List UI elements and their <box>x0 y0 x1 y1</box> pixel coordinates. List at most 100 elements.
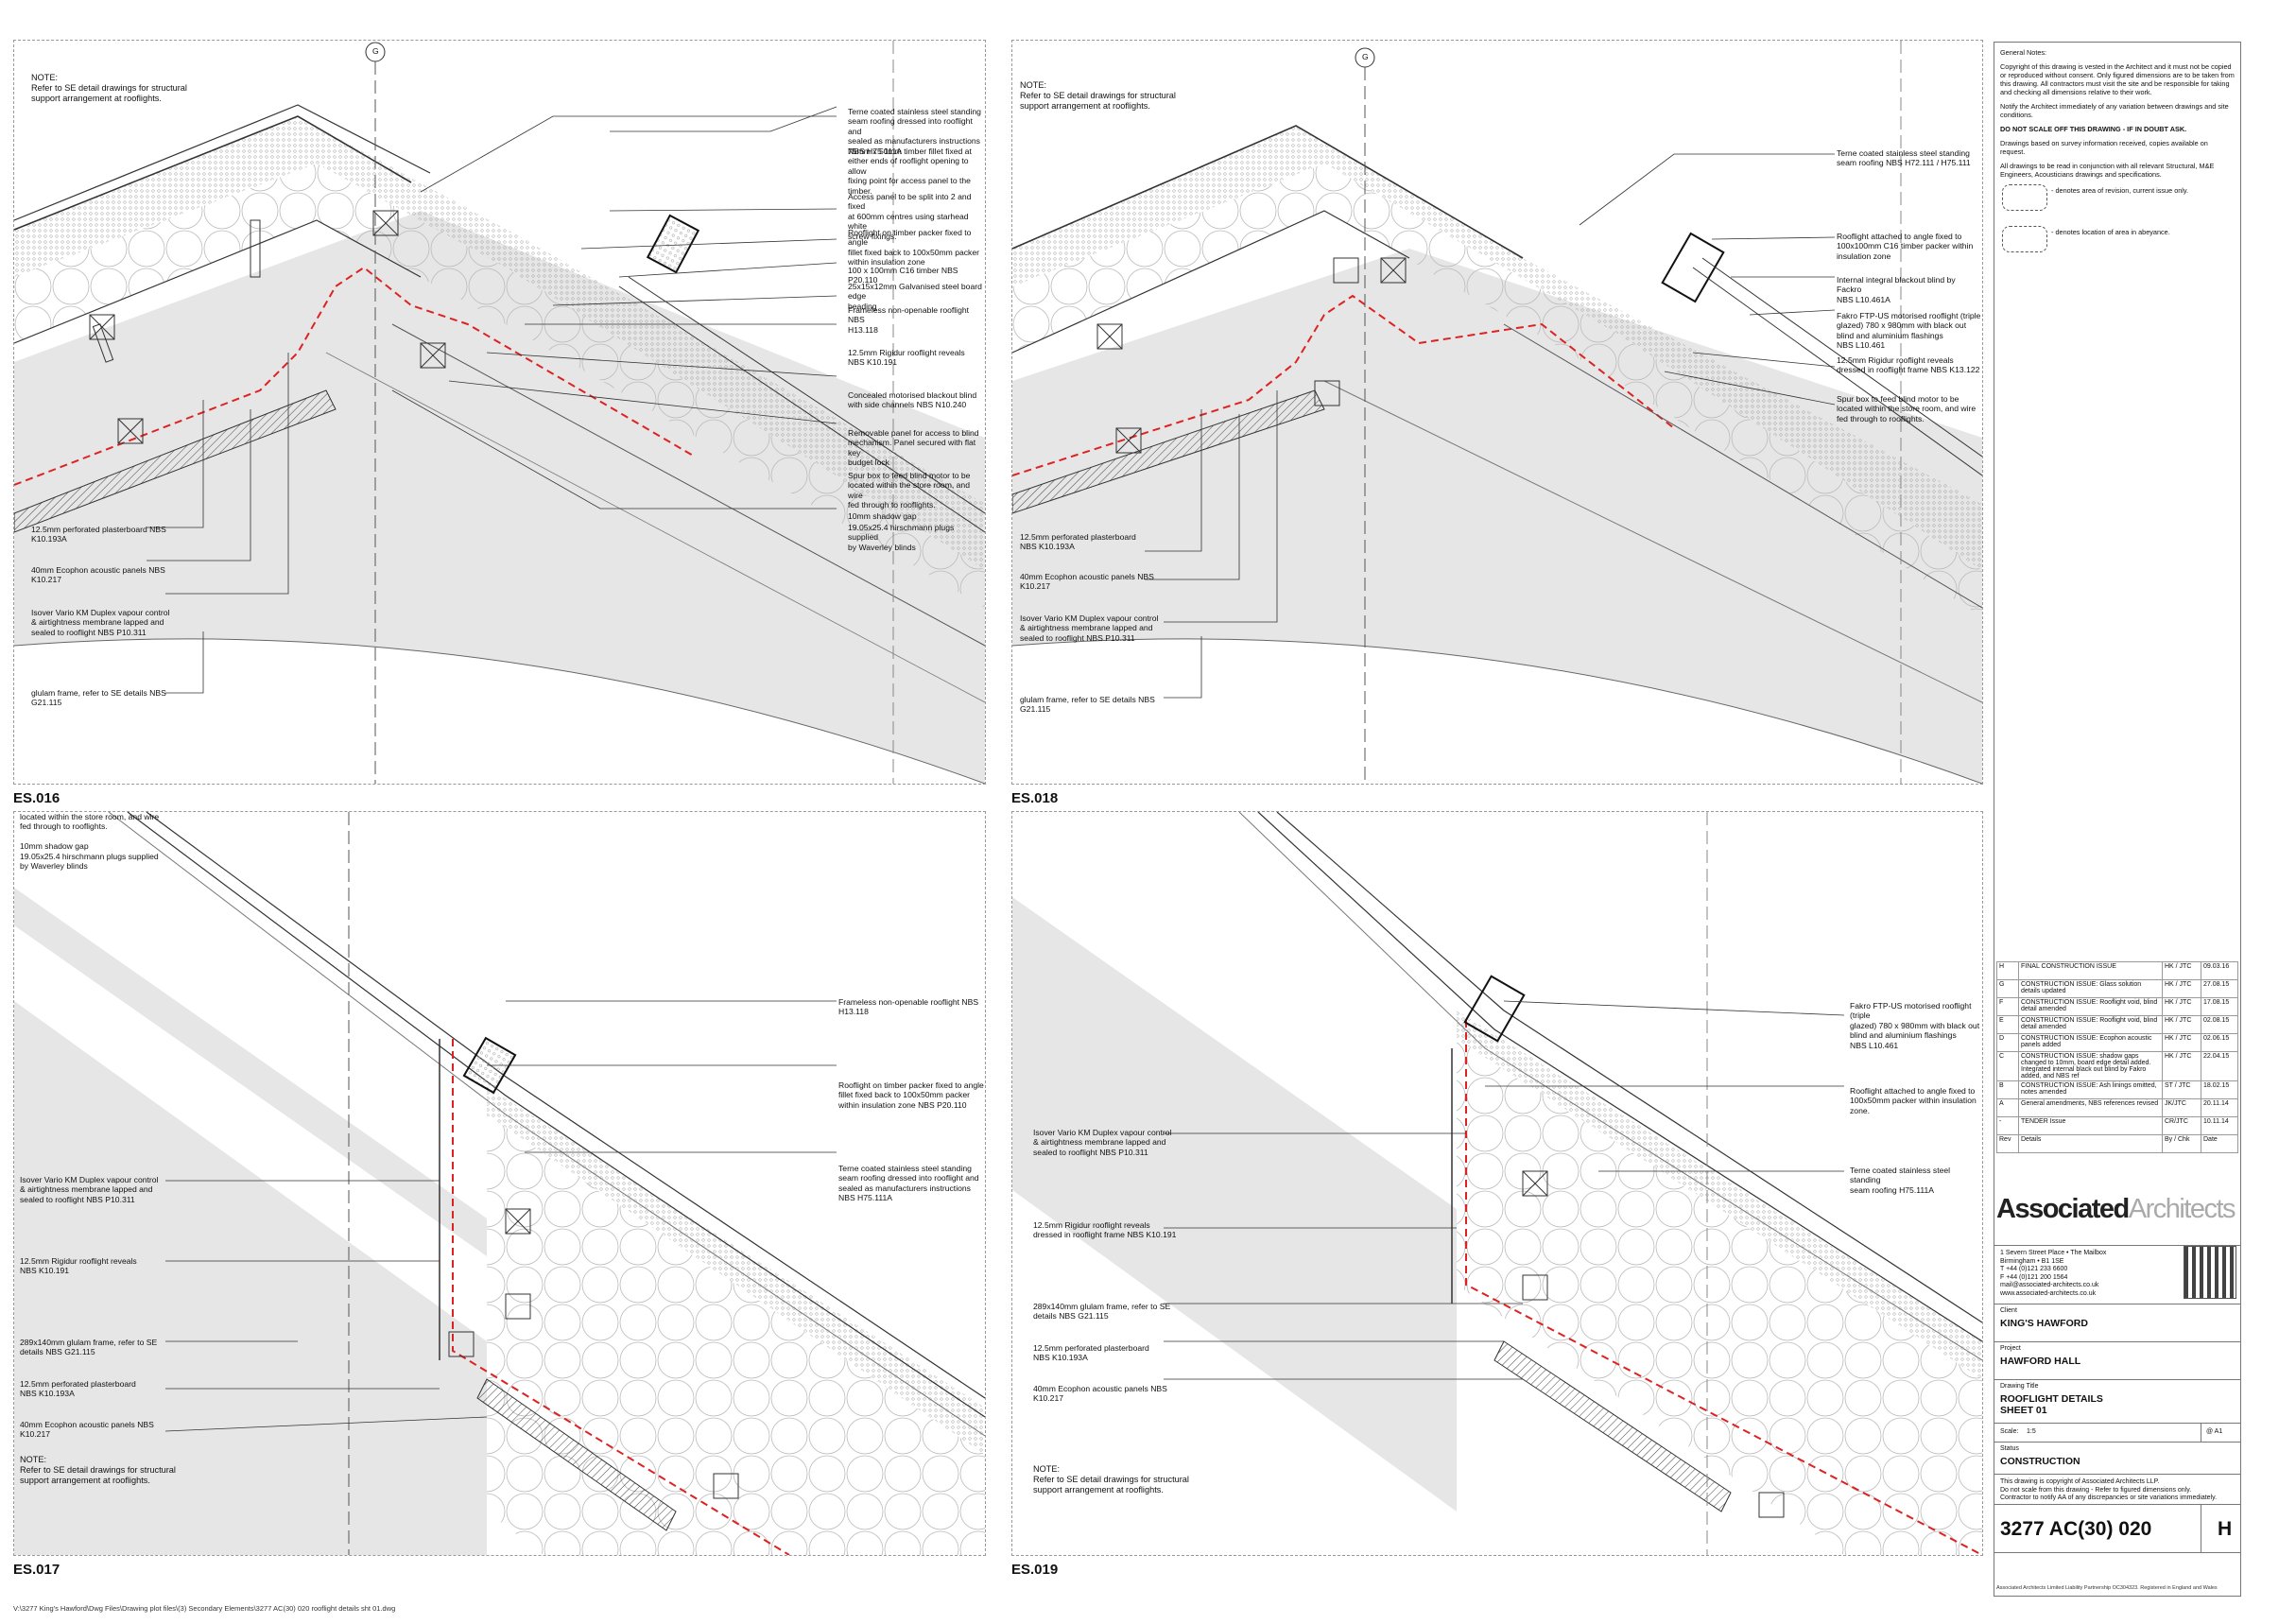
revision-date-cell: 02.06.15 <box>2201 1033 2238 1052</box>
revision-date-cell: 27.08.15 <box>2201 979 2238 998</box>
revision-by-cell: HK / JTC <box>2162 979 2201 998</box>
callout-access-panel: Access panel to be split into 2 and fixe… <box>848 192 972 241</box>
cloud-legend-revision: - denotes area of revision, current issu… <box>2051 186 2189 195</box>
structural-note: NOTE: Refer to SE detail drawings for st… <box>31 73 187 103</box>
callout-acoustic: 40mm Ecophon acoustic panels NBS K10.217 <box>1020 572 1154 592</box>
revision-details-cell: CONSTRUCTION ISSUE: Rooflight void, blin… <box>2018 997 2163 1016</box>
callout-roofing: Terne coated stainless steel standing se… <box>1850 1166 1951 1195</box>
revision-letter-cell: G <box>1996 979 2019 998</box>
callout-plugs: 19.05x25.4 hirschmann plugs supplied by … <box>848 523 955 552</box>
callout-packer: Rooflight on timber packer fixed to angl… <box>838 1080 984 1110</box>
callout-timber: 100 x 100mm C16 timber NBS P20.110 <box>848 266 958 285</box>
company-logo: AssociatedArchitects <box>1996 1194 2236 1224</box>
detail-panel-es019: Fakro FTP-US motorised rooflight (triple… <box>1011 811 1983 1556</box>
callout-top-carryover: located within the store room, and wire … <box>20 812 160 872</box>
cloud-legend-abeyance: - denotes location of area in abeyance. <box>2051 228 2170 236</box>
callout-glulam: glulam frame, refer to SE details NBS G2… <box>1020 695 1155 715</box>
callout-glulam: glulam frame, refer to SE details NBS G2… <box>31 688 166 708</box>
revision-details-cell: Details <box>2018 1134 2163 1153</box>
scale-cell: Scale: 1:5 @ A1 <box>1994 1423 2240 1443</box>
abeyance-cloud-icon <box>2002 226 2047 252</box>
revision-letter-cell: D <box>1996 1033 2019 1052</box>
revision-date-cell: 22.04.15 <box>2201 1051 2238 1081</box>
callout-rooflight-fakro: Fakro FTP-US motorised rooflight (triple… <box>1850 1001 1980 1050</box>
callout-acoustic: 40mm Ecophon acoustic panels NBS K10.217 <box>20 1420 154 1440</box>
grid-label: G <box>1362 52 1369 61</box>
client-name: KING'S HAWFORD <box>2000 1318 2088 1329</box>
general-notes-heading: General Notes: <box>2000 48 2047 57</box>
revision-details-cell: FINAL CONSTRUCTION ISSUE <box>2018 961 2163 980</box>
callout-plasterboard: 12.5mm perforated plasterboard NBS K10.1… <box>1033 1343 1149 1363</box>
callout-packer: Rooflight on timber packer fixed to angl… <box>848 228 979 268</box>
section-drawing-es019 <box>1012 812 1982 1555</box>
revision-details-cell: TENDER Issue <box>2018 1116 2163 1135</box>
revision-date-cell: 10.11.14 <box>2201 1116 2238 1135</box>
structural-note: NOTE: Refer to SE detail drawings for st… <box>1020 80 1176 111</box>
general-notes-variation: Notify the Architect immediately of any … <box>2000 102 2229 119</box>
detail-label-es019: ES.019 <box>1011 1562 1059 1578</box>
revision-letter-cell: E <box>1996 1015 2019 1034</box>
grid-label: G <box>372 46 379 56</box>
company-address: 1 Severn Street Place • The Mailbox Birm… <box>2000 1250 2107 1297</box>
footer-text: Associated Architects Limited Liability … <box>1996 1585 2218 1591</box>
address-cell: 1 Severn Street Place • The Mailbox Birm… <box>1994 1245 2240 1304</box>
copyright-cell: This drawing is copyright of Associated … <box>1994 1474 2240 1505</box>
file-path: V:\3277 King's Hawford\Dwg Files\Drawing… <box>13 1604 396 1613</box>
revision-by-cell: HK / JTC <box>2162 1015 2201 1034</box>
callout-plasterboard: 12.5mm perforated plasterboard NBS K10.1… <box>1020 532 1136 552</box>
drawing-title-cell: Drawing Title ROOFLIGHT DETAILS SHEET 01 <box>1994 1379 2240 1424</box>
copyright-text: This drawing is copyright of Associated … <box>2000 1478 2218 1502</box>
structural-note: NOTE: Refer to SE detail drawings for st… <box>1033 1464 1189 1494</box>
title-block: General Notes: Copyright of this drawing… <box>1994 42 2241 1597</box>
callout-acoustic: 40mm Ecophon acoustic panels NBS K10.217 <box>1033 1384 1167 1404</box>
callout-membrane: Isover Vario KM Duplex vapour control & … <box>1033 1128 1172 1157</box>
structural-note: NOTE: Refer to SE detail drawings for st… <box>20 1455 176 1485</box>
section-drawing-es017 <box>14 812 985 1555</box>
client-cell: Client KING'S HAWFORD <box>1994 1304 2240 1342</box>
drawing-number-cell: 3277 AC(30) 020 H <box>1994 1504 2240 1553</box>
revision-letter-cell: Rev <box>1996 1134 2019 1153</box>
callout-membrane: Isover Vario KM Duplex vapour control & … <box>31 608 170 637</box>
revision-details-cell: CONSTRUCTION ISSUE: shadow gaps changed … <box>2018 1051 2163 1081</box>
revision-letter-cell: F <box>1996 997 2019 1016</box>
revision-letter-cell: - <box>1996 1116 2019 1135</box>
section-drawing-es016 <box>14 41 985 784</box>
drawing-number: 3277 AC(30) 020 <box>2000 1518 2152 1540</box>
revision-letter: H <box>2218 1518 2233 1540</box>
callout-rooflight-angle: Rooflight attached to angle fixed to 100… <box>1850 1086 1977 1115</box>
revision-by-cell: HK / JTC <box>2162 997 2201 1016</box>
revision-letter-cell: A <box>1996 1098 2019 1117</box>
callout-roofing: Terne coated stainless steel standing se… <box>838 1164 979 1203</box>
revision-by-cell: HK / JTC <box>2162 1033 2201 1052</box>
callout-acoustic: 40mm Ecophon acoustic panels NBS K10.217 <box>31 565 165 585</box>
revision-letter-cell: C <box>1996 1051 2019 1081</box>
callout-membrane: Isover Vario KM Duplex vapour control & … <box>1020 613 1159 643</box>
callout-reveals: 12.5mm Rigidur rooflight reveals dressed… <box>1837 355 1980 375</box>
revision-date-cell: 09.03.16 <box>2201 961 2238 980</box>
callout-plasterboard: 12.5mm perforated plasterboard NBS K10.1… <box>31 525 166 544</box>
callout-roofing: Terne coated stainless steel standing se… <box>848 107 981 156</box>
revision-cloud-icon <box>2002 184 2047 211</box>
general-notes-survey: Drawings based on survey information rec… <box>2000 139 2208 156</box>
callout-beading: 25x15x12mm Galvanised steel board edge b… <box>848 282 982 311</box>
revision-details-cell: CONSTRUCTION ISSUE: Ash linings omitted,… <box>2018 1080 2163 1099</box>
revision-details-cell: General amendments, NBS references revis… <box>2018 1098 2163 1117</box>
revision-by-cell: JK/JTC <box>2162 1098 2201 1117</box>
paper-size: @ A1 <box>2206 1428 2223 1435</box>
revision-letter-cell: H <box>1996 961 2019 980</box>
detail-label-es018: ES.018 <box>1011 790 1059 806</box>
project-cell: Project HAWFORD HALL <box>1994 1341 2240 1380</box>
revision-date-cell: Date <box>2201 1134 2238 1153</box>
detail-panel-es018: NOTE: Refer to SE detail drawings for st… <box>1011 40 1983 785</box>
callout-rooflight: Frameless non-openable rooflight NBS H13… <box>848 305 970 335</box>
callout-fillet: 75mm x 50mm timber fillet fixed at eithe… <box>848 147 972 196</box>
drawing-title: ROOFLIGHT DETAILS SHEET 01 <box>2000 1393 2103 1416</box>
callout-plasterboard: 12.5mm perforated plasterboard NBS K10.1… <box>20 1379 136 1399</box>
callout-spur-box: Spur box to feed blind motor to be locat… <box>848 471 971 510</box>
callout-shadow-gap: 10mm shadow gap <box>848 511 917 521</box>
